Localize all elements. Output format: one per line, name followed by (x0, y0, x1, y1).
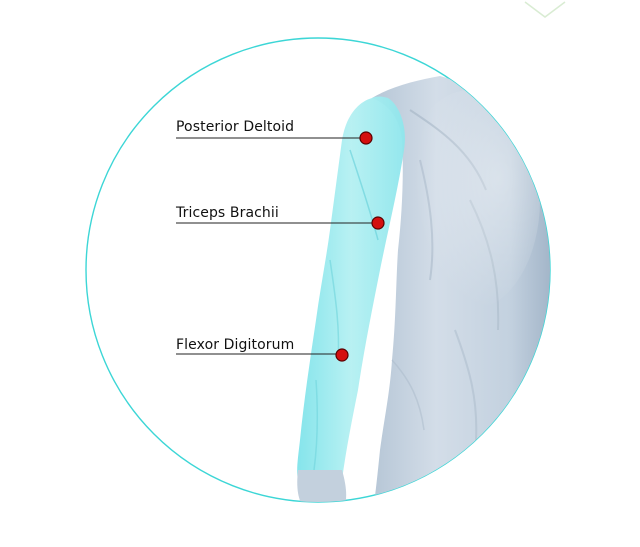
marker-flexor-digitorum[interactable] (335, 348, 349, 362)
marker-posterior-deltoid[interactable] (359, 131, 373, 145)
arm-highlight (297, 96, 405, 480)
label-triceps-brachii: Triceps Brachii (176, 205, 279, 221)
label-flexor-digitorum: Flexor Digitorum (176, 337, 295, 353)
marker-triceps-brachii[interactable] (371, 216, 385, 230)
watermark-mark (524, 1, 566, 18)
hand-shape (297, 470, 347, 502)
label-posterior-deltoid: Posterior Deltoid (176, 119, 295, 135)
